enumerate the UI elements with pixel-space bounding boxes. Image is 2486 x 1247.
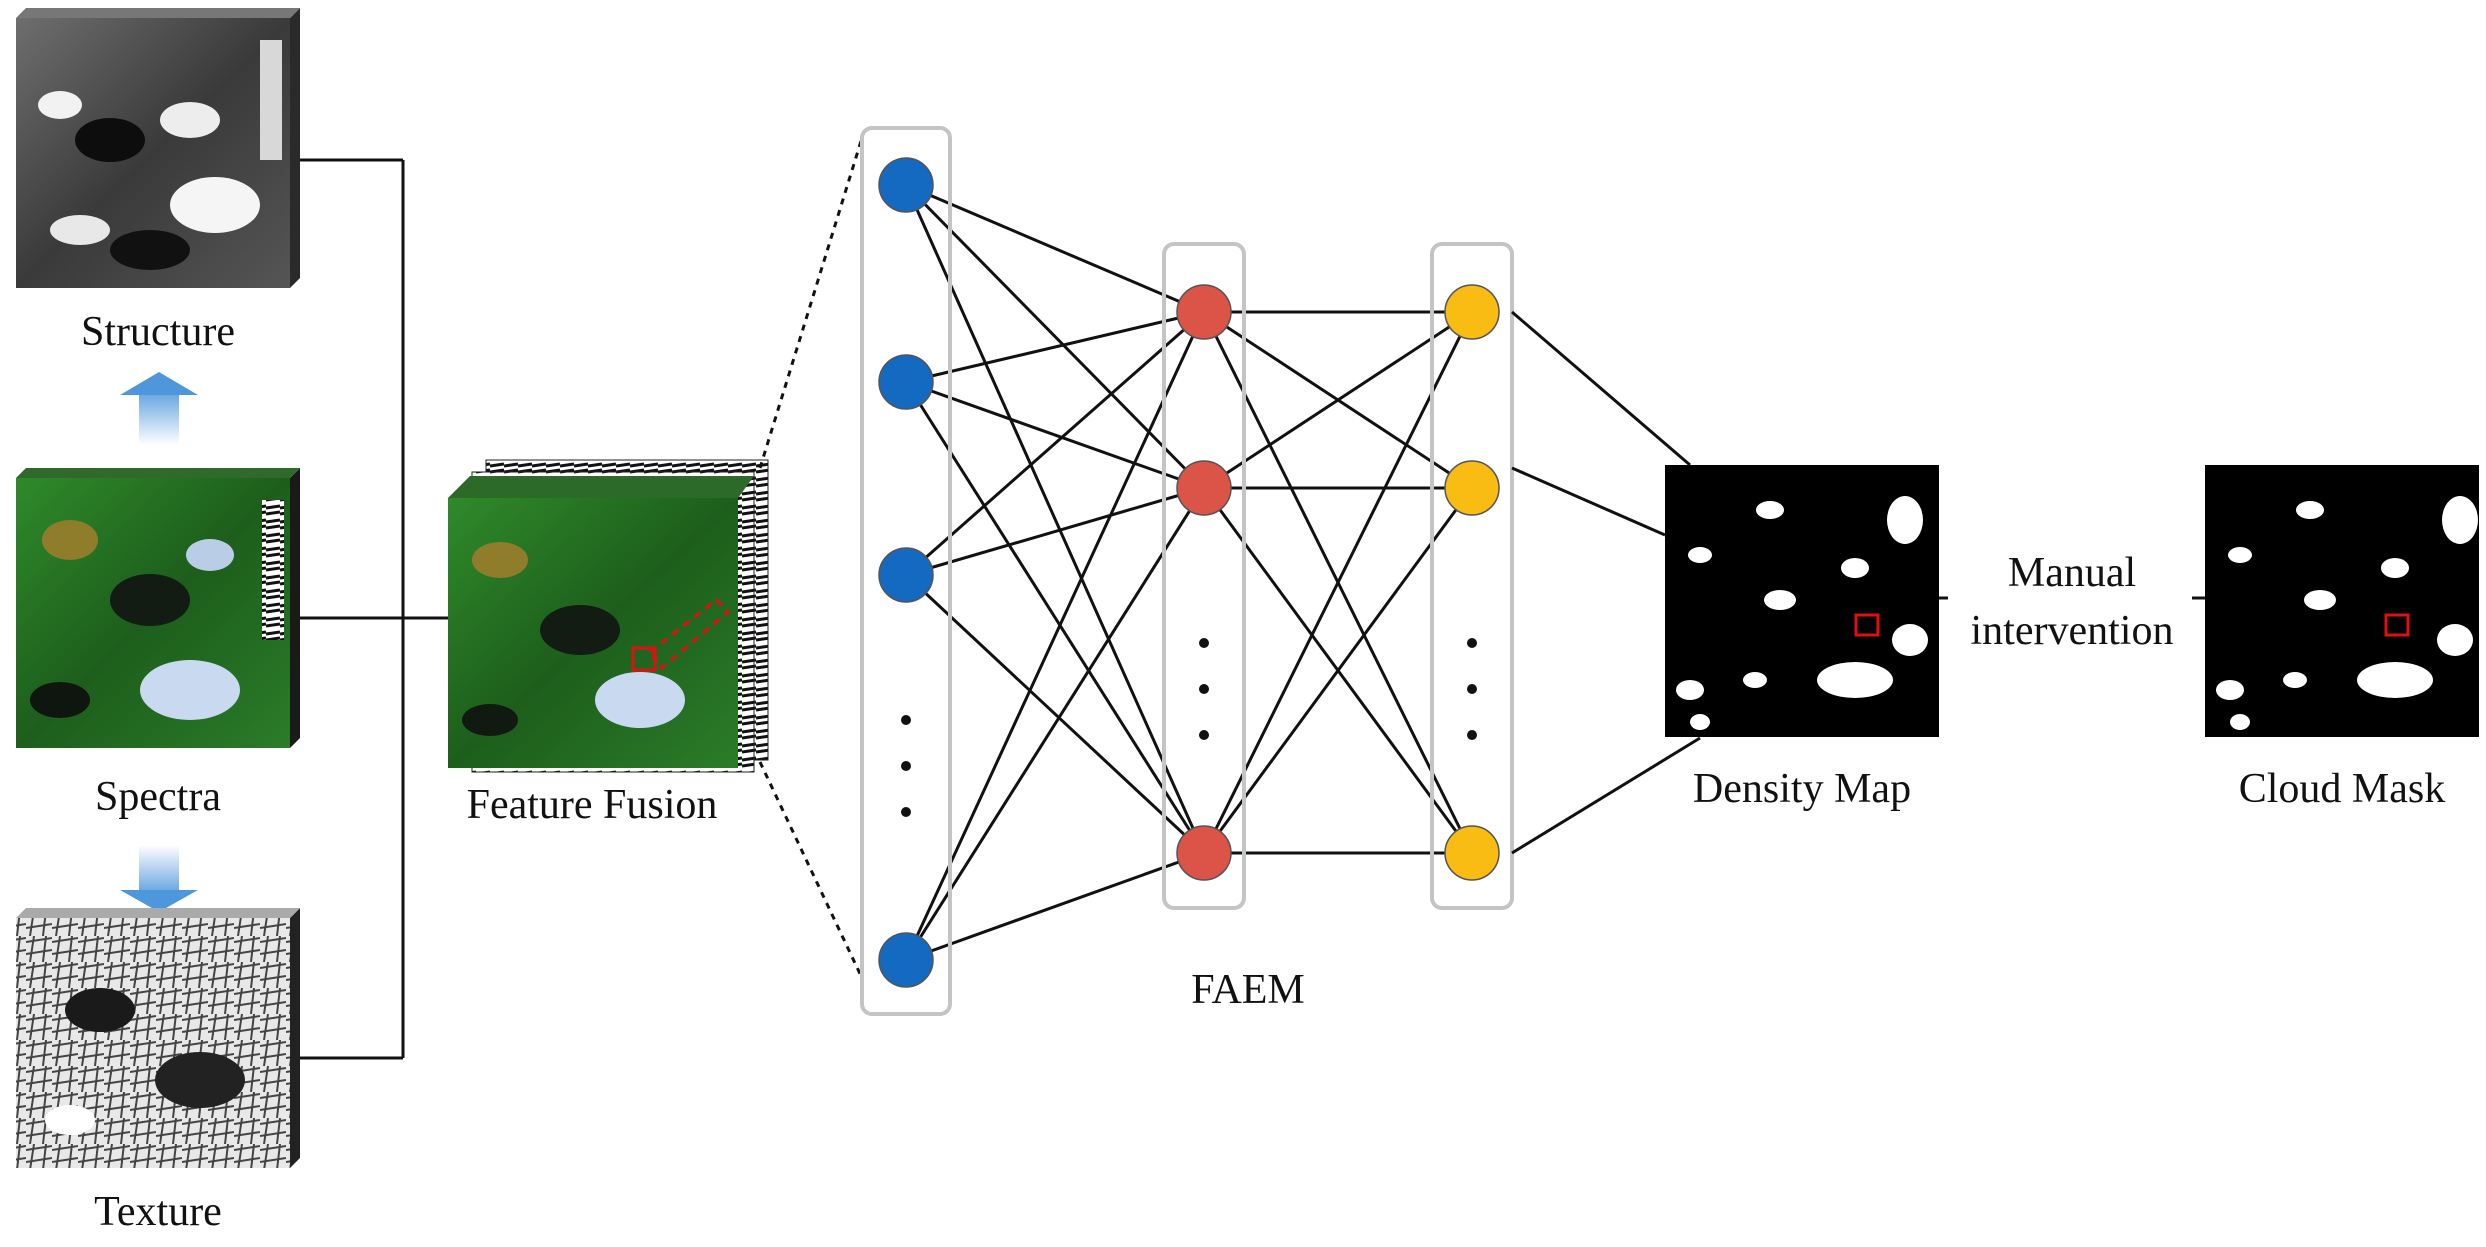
input-connector [300,158,448,1060]
network-edge [1202,311,1474,854]
network-edge [904,184,1206,854]
layer-1-ellipsis [901,715,911,817]
cloud-mask-label: Cloud Mask [2239,766,2446,812]
layer-3-column [1430,242,1514,910]
network-edge [904,381,1206,854]
layer-1-node [878,547,934,603]
texture-image [16,908,300,1168]
layer-2-node [1176,284,1232,340]
feature-fusion-label: Feature Fusion [467,782,718,828]
layer-3-node [1444,284,1500,340]
output-edges [1511,310,1701,855]
network-edge [1203,310,1473,490]
network-edge [1202,487,1474,854]
zoom-lines [758,137,864,979]
density-map-label: Density Map [1693,766,1911,812]
structure-label: Structure [81,309,235,355]
layer-3-node [1444,460,1500,516]
up-arrow [120,372,198,445]
layer-1-node [878,157,934,213]
faem-label: FAEM [1191,967,1305,1013]
network-edge [904,487,1206,961]
layer-1-node [878,932,934,988]
structure-image [16,8,300,288]
network-edge [904,311,1206,961]
layer-1-column [860,126,952,1016]
network-edge [904,573,1206,855]
layer-2-ellipsis [1199,638,1209,740]
network-edge [905,380,1205,490]
network-edge [905,310,1205,384]
layer-2-node [1176,460,1232,516]
network-nodes [878,157,1500,988]
network-edge [905,486,1205,577]
layer-2-column [1162,242,1246,910]
network-edge [905,851,1205,962]
network-edge [905,310,1205,577]
cloud-mask-image [2205,465,2479,737]
density-map-image [1665,465,1939,737]
network-edge [904,183,1206,490]
manual-label-backdrop [1948,550,2192,660]
manual-label-line2: intervention [1971,608,2174,654]
down-arrow [120,845,198,912]
network-edge [905,183,1205,314]
texture-label: Texture [94,1189,222,1235]
network-edges [904,183,1474,962]
layer-2-node [1176,825,1232,881]
spectra-image [16,468,300,748]
layer-3-node [1444,825,1500,881]
fusion-image [448,459,769,773]
layer-1-node [878,354,934,410]
spectra-label: Spectra [95,774,221,820]
layer-3-ellipsis [1467,638,1477,740]
manual-label-line1: Manual [2008,550,2136,596]
